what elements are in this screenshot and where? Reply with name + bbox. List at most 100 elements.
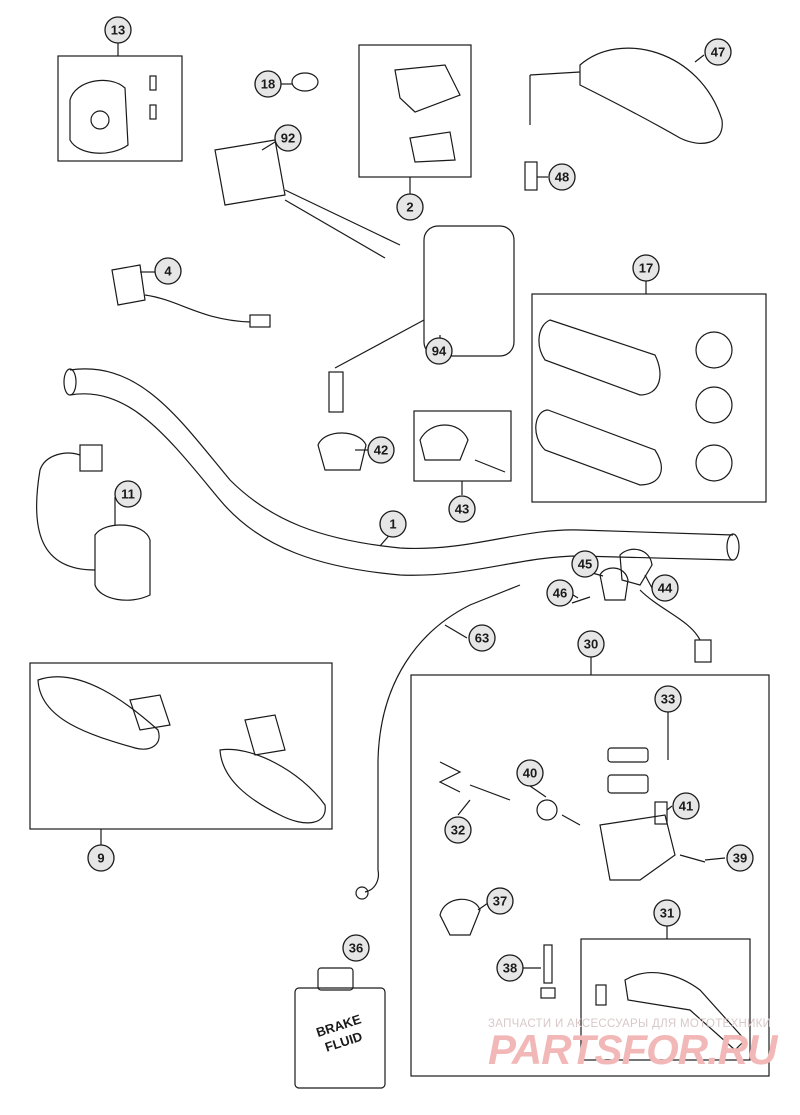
callout-37: 37 [486,887,514,915]
callout-circle [274,124,302,152]
callout-circle [516,759,544,787]
callout-label: 30 [584,637,598,652]
callout-45: 45 [571,550,599,578]
switch-housing-13 [69,79,129,154]
bolt-38 [543,944,553,984]
leader-37 [477,902,489,911]
callout-94: 94 [425,337,453,365]
leader-92 [261,141,276,151]
callout-38: 38 [496,954,524,982]
leader-41 [666,805,673,811]
switch-44-plug [694,639,712,663]
housing-hole [90,110,110,130]
callout-label: 45 [578,557,592,572]
callout-label: 94 [432,344,447,359]
callout-circle [154,257,182,285]
callout-label: 63 [475,631,489,646]
callout-circle [114,480,142,508]
callout-circle [496,954,524,982]
handguard-bracket-a [129,694,171,731]
callout-40: 40 [516,759,544,787]
callout-label: 39 [733,851,747,866]
handlebar-lower-edge [69,393,734,576]
callout-46: 46 [546,579,574,607]
callout-1: 1 [379,510,407,538]
mirror-47 [579,47,723,144]
callout-44: 44 [651,574,679,602]
callout-36: 36 [342,934,370,962]
callout-label: 47 [711,45,725,60]
callout-label: 18 [261,77,275,92]
cap-33a [607,747,649,763]
callout-label: 36 [349,941,363,956]
callout-circle [632,254,660,282]
callout-label: 41 [679,799,693,814]
callout-label: 44 [658,581,673,596]
throttle-cable-a [284,189,401,246]
callout-circle [651,574,679,602]
adapter-48 [524,161,538,191]
brake-hose-63 [364,584,521,893]
callout-label: 38 [503,961,517,976]
handlebar-right-end [726,533,740,561]
callout-label: 1 [389,517,396,532]
callout-label: 40 [523,766,537,781]
throttle-cover-2 [394,64,461,113]
callout-33: 33 [654,685,682,713]
handguard-9a [37,676,160,750]
callout-32: 32 [444,816,472,844]
callout-circle [342,934,370,962]
clamp-43 [419,424,469,461]
cable-tie-18 [291,72,319,92]
grip-ring-3 [695,444,733,482]
throttle-assembly-92 [214,139,286,206]
seal-40 [536,799,558,821]
kill-switch-plug [249,314,271,328]
callout-4: 4 [154,257,182,285]
throttle-cable-b [284,199,386,259]
callout-label: 33 [661,692,675,707]
mirror-47-stem [529,71,581,76]
handlebar-left-end [63,368,77,396]
callout-circle [653,899,681,927]
callout-30: 30 [577,630,605,658]
callout-label: 9 [97,851,104,866]
callout-13: 13 [104,16,132,44]
screw-46 [571,596,591,604]
leader-39 [704,857,726,861]
callout-circle [577,630,605,658]
callout-label: 32 [451,823,465,838]
clamp-45 [599,567,629,601]
callout-circle [704,38,732,66]
callout-circle [654,685,682,713]
callout-circle [396,193,424,221]
handlebar [69,368,734,550]
callout-circle [104,16,132,44]
callout-circle [448,495,476,523]
clamp-43-pin [474,459,506,473]
switch-11 [94,524,151,601]
leader-63 [444,624,468,639]
callout-label: 2 [406,200,413,215]
callout-label: 31 [660,906,674,921]
grip-17a [538,319,661,396]
leader-44 [644,574,653,589]
group-box-13 [57,55,183,162]
callout-17: 17 [632,254,660,282]
switch-11-plug [79,444,103,472]
spring-32 [438,761,462,793]
callout-92: 92 [274,124,302,152]
callout-18: 18 [254,70,282,98]
callout-circle [367,436,395,464]
callout-41: 41 [672,792,700,820]
leader-46 [572,594,579,599]
switch-11-wire [35,452,96,571]
hose-banjo [355,886,369,900]
switch-44 [619,548,653,586]
throttle-bracket-2 [409,131,456,163]
pin-39 [679,854,706,863]
bottle-cap [317,967,354,991]
screw-13b [149,104,157,120]
callout-63: 63 [468,624,496,652]
